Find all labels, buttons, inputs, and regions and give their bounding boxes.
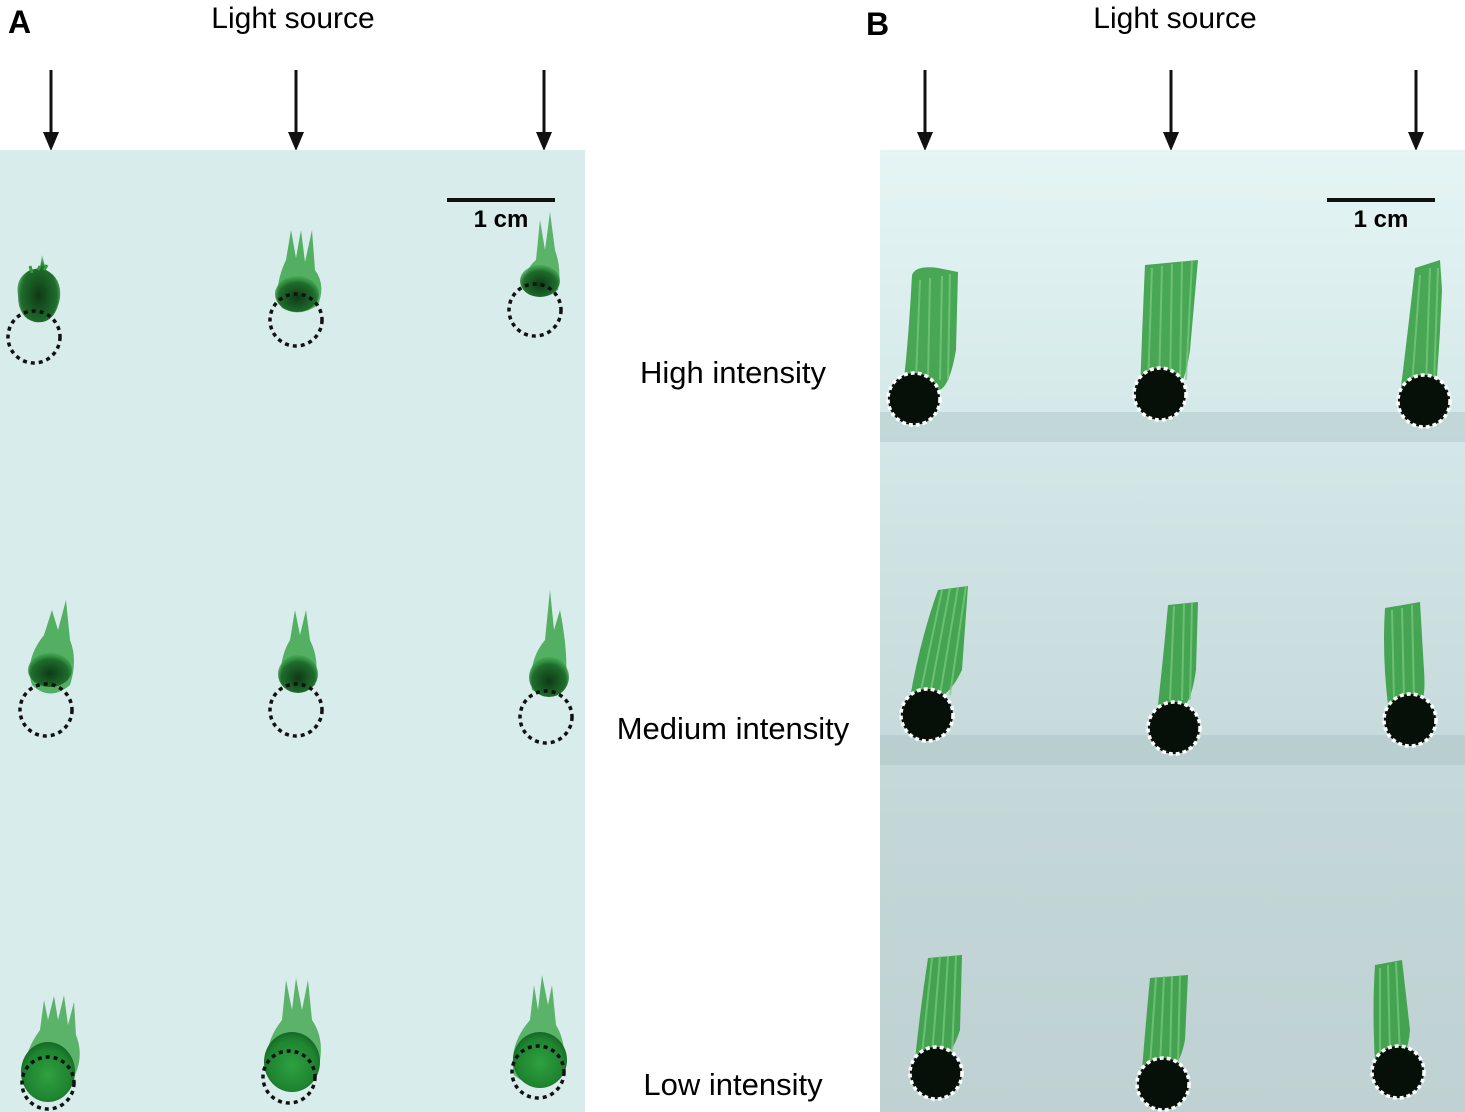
colony-a-medium-1 xyxy=(18,600,74,738)
colony-b-low-2 xyxy=(1135,975,1191,1112)
colony-b-low-3 xyxy=(1370,960,1426,1100)
plate-a-scale-bar: 1 cm xyxy=(447,198,555,233)
colony-b-medium-3 xyxy=(1382,602,1438,748)
colony-b-medium-2 xyxy=(1146,602,1202,756)
panel-a-letter: A xyxy=(8,4,32,40)
plate-b-scale-label: 1 cm xyxy=(1353,206,1409,233)
down-arrow-icon xyxy=(917,70,933,151)
down-arrow-icon xyxy=(1408,70,1424,151)
colony-a-low-2 xyxy=(261,978,321,1105)
down-arrow-icon xyxy=(1163,70,1179,151)
plate-a-colonies xyxy=(6,212,574,1111)
panel-b-letter: B xyxy=(866,6,890,42)
row-label-medium: Medium intensity xyxy=(616,711,850,746)
colony-a-high-2 xyxy=(268,230,324,348)
down-arrow-icon xyxy=(43,70,59,151)
colony-a-medium-3 xyxy=(518,590,574,745)
colony-a-low-3 xyxy=(510,975,567,1100)
colony-a-high-3 xyxy=(507,212,563,338)
plate-b: 1 cm xyxy=(880,150,1465,1112)
plate-a-scale-label: 1 cm xyxy=(473,206,529,233)
colony-b-low-1 xyxy=(908,955,964,1101)
panel-b-light-source-label: Light source xyxy=(1093,2,1257,35)
panel-a-light-source-label: Light source xyxy=(211,2,375,35)
plate-b-colonies xyxy=(880,260,1465,1112)
colony-b-medium-1 xyxy=(899,585,968,743)
down-arrow-icon xyxy=(536,70,552,151)
plate-b-scale-bar: 1 cm xyxy=(1327,198,1435,233)
row-label-low: Low intensity xyxy=(643,1067,823,1102)
colony-b-high-2 xyxy=(1132,260,1198,422)
colony-b-high-3 xyxy=(1396,260,1452,429)
down-arrow-icon xyxy=(288,70,304,151)
colony-b-high-1 xyxy=(886,267,958,427)
plate-a: 1 cm xyxy=(0,150,585,1112)
colony-a-high-1 xyxy=(6,255,62,365)
colony-a-low-1 xyxy=(20,995,80,1111)
colony-a-medium-2 xyxy=(268,610,324,738)
row-label-high: High intensity xyxy=(639,355,827,390)
